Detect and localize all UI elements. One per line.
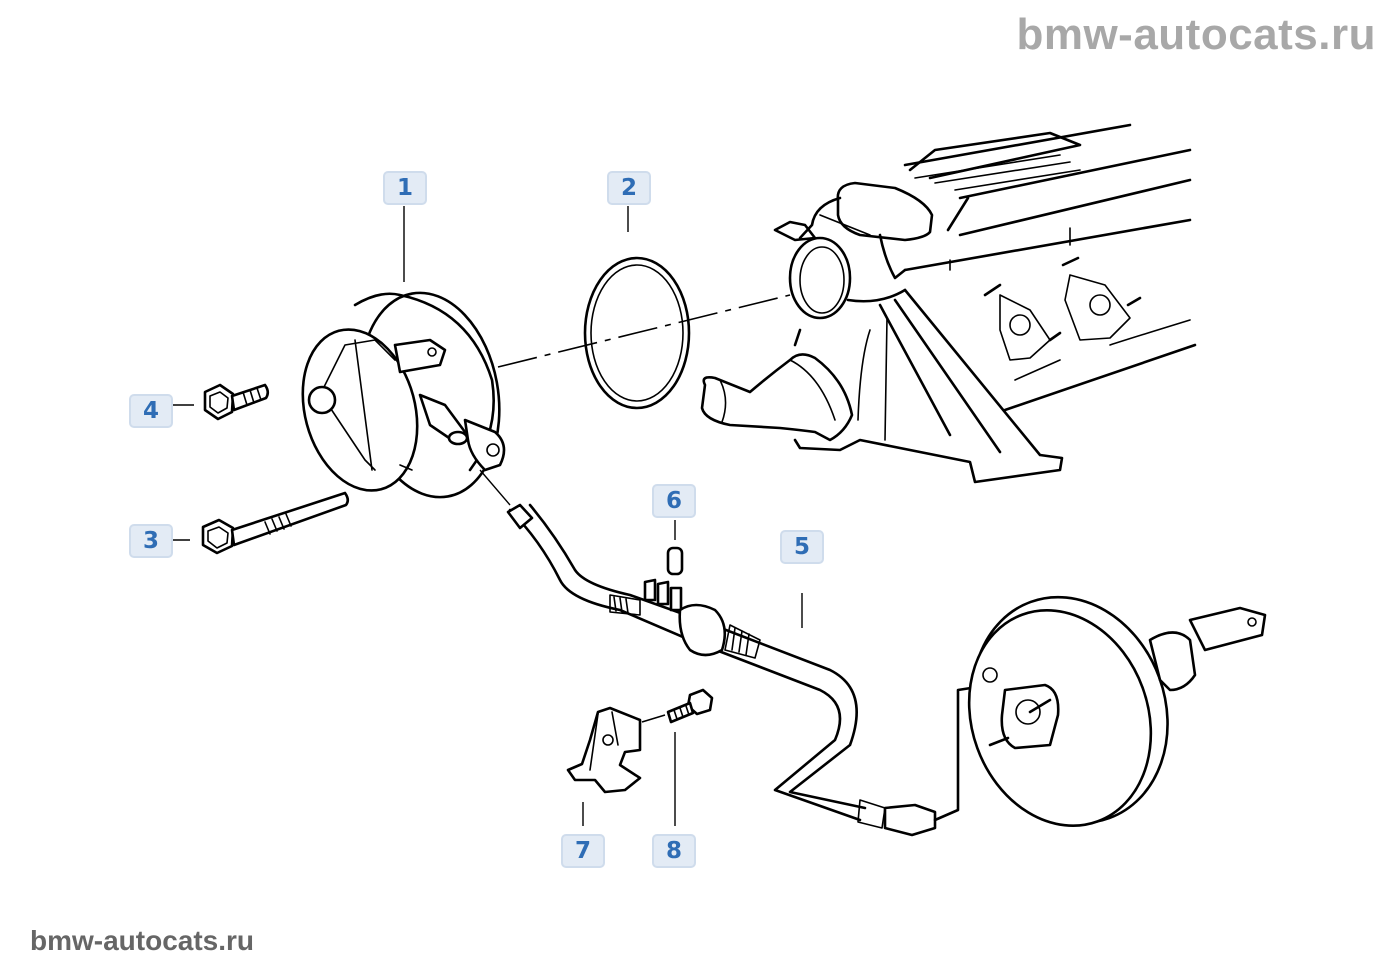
callout-5[interactable]: 5 [780, 530, 824, 564]
short-bolt-illustration [203, 383, 270, 421]
hose-clip-illustration [566, 706, 642, 794]
vacuum-hose-illustration [506, 503, 992, 837]
engine-block-illustration [700, 123, 1197, 484]
clip-bolt-illustration [641, 688, 714, 724]
brake-booster-illustration [967, 595, 1267, 827]
callout-1[interactable]: 1 [383, 171, 427, 205]
watermark-bottom: bmw-autocats.ru [30, 925, 255, 956]
leader-lines [168, 206, 803, 826]
callout-6[interactable]: 6 [652, 484, 696, 518]
callout-2[interactable]: 2 [607, 171, 651, 205]
long-bolt-illustration [201, 491, 350, 555]
callout-7[interactable]: 7 [561, 834, 605, 868]
vacuum-pump-illustration [301, 291, 506, 499]
alignment-line [497, 294, 791, 368]
callout-4[interactable]: 4 [129, 394, 173, 428]
callout-3[interactable]: 3 [129, 524, 173, 558]
watermark-top: bmw-autocats.ru [1016, 10, 1376, 59]
o-ring-illustration [583, 256, 691, 410]
callout-8[interactable]: 8 [652, 834, 696, 868]
